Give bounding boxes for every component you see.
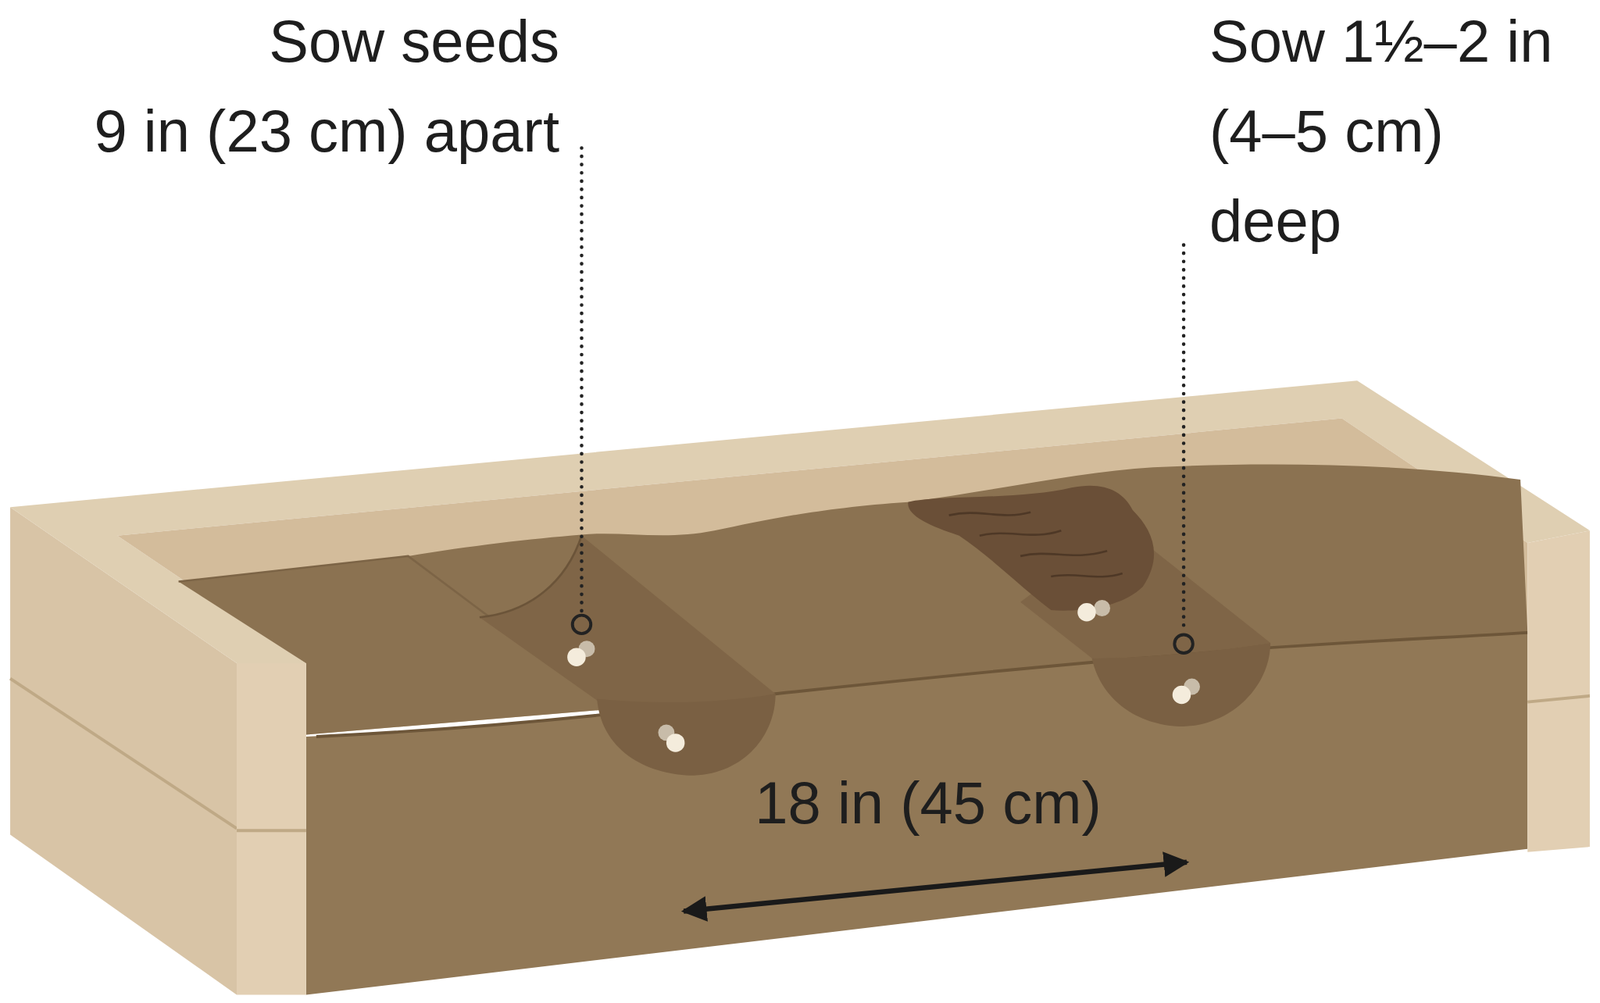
trench	[479, 535, 776, 705]
mound-texture	[949, 512, 1123, 578]
text-line: 18 in (45 cm)	[754, 757, 1102, 848]
leader-line	[1174, 245, 1193, 654]
bed-end-post	[236, 663, 307, 995]
soil-front	[306, 632, 1528, 996]
bed-end-post	[1527, 530, 1590, 852]
spacing-label: Sow seeds 9 in (23 cm) apart	[93, 0, 560, 176]
trench-section	[596, 693, 776, 775]
trench-back	[479, 535, 583, 618]
trench-section	[1092, 642, 1272, 727]
text-line: deep	[1209, 175, 1553, 266]
soil-edge	[178, 556, 490, 618]
soil-line	[316, 632, 1528, 737]
leader-line	[572, 147, 592, 634]
plank-seam	[10, 678, 237, 829]
plank-seam	[236, 828, 307, 833]
depth-label: Sow 1½–2 in (4–5 cm) deep	[1209, 0, 1553, 266]
dimension-arrow	[683, 862, 1187, 912]
text-line: Sow seeds	[93, 0, 560, 86]
seeds	[567, 600, 1200, 753]
soil-mound	[907, 485, 1154, 611]
plank-seam	[1527, 696, 1590, 703]
text-line: Sow 1½–2 in	[1209, 0, 1553, 86]
text-line: 9 in (23 cm) apart	[93, 85, 560, 176]
text-line: (4–5 cm)	[1209, 85, 1553, 176]
dimension-label: 18 in (45 cm)	[754, 757, 1102, 848]
